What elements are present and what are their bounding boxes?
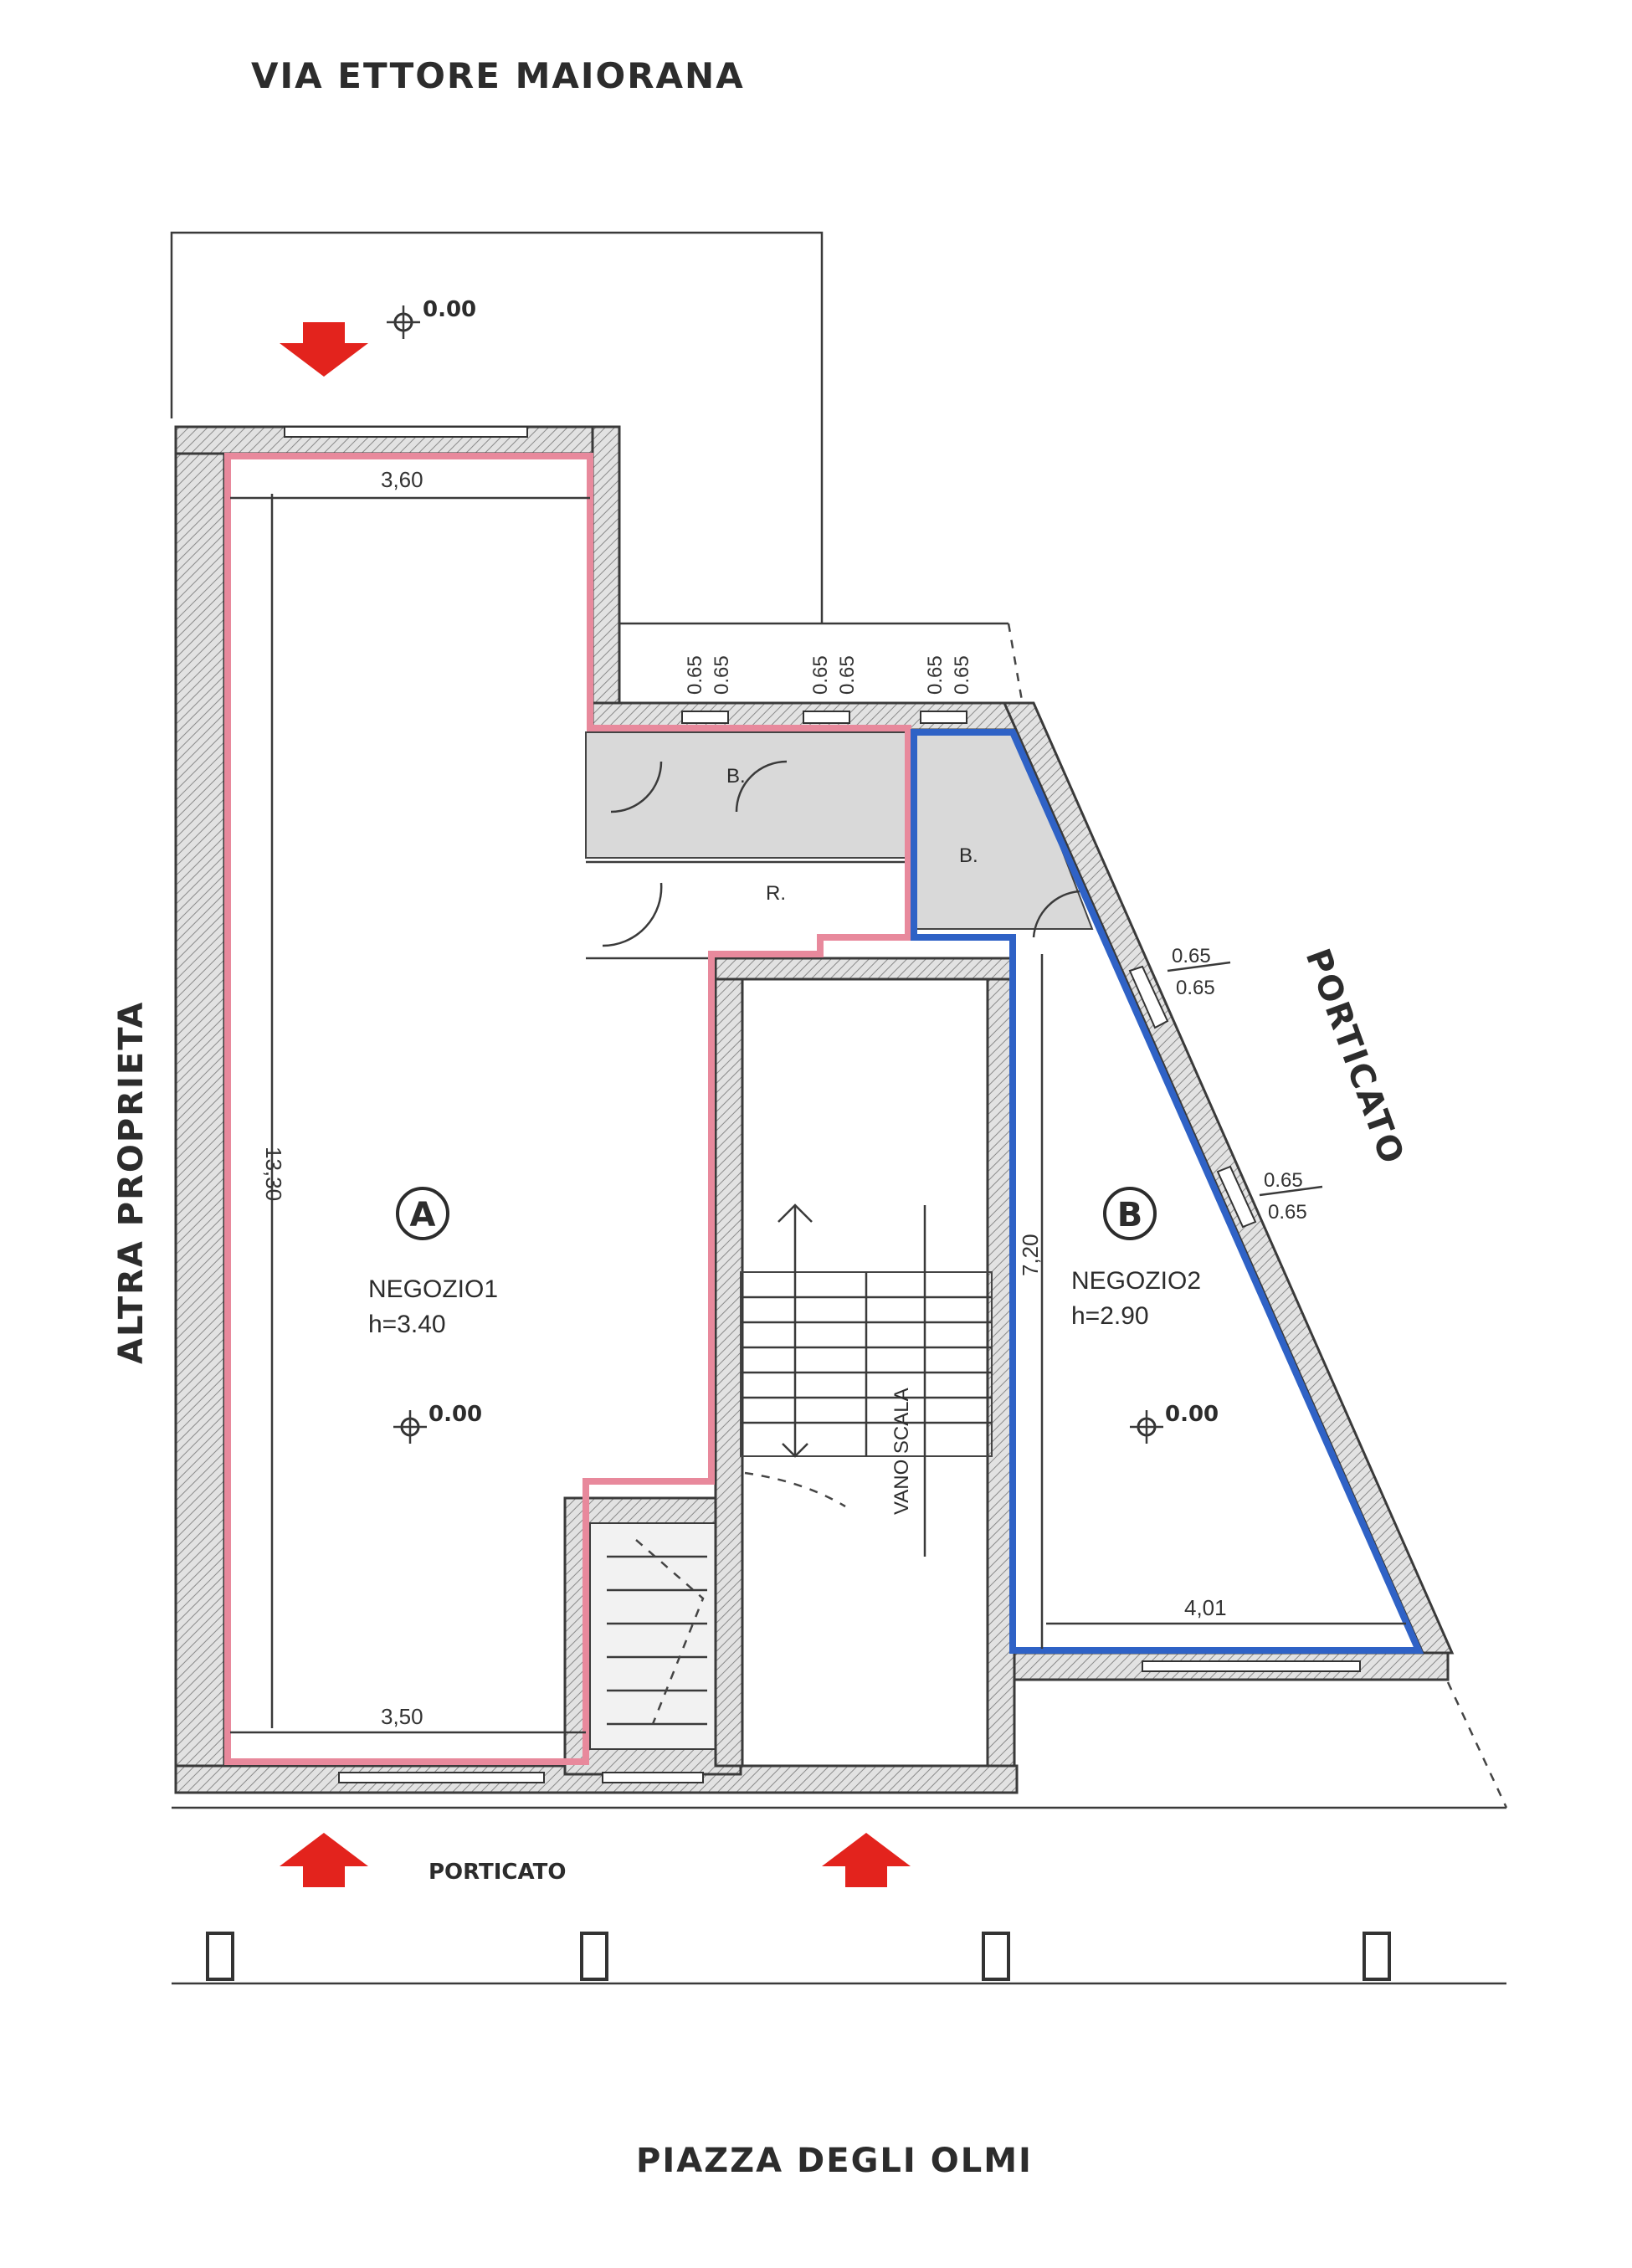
window-dim-label: 0.65 bbox=[1176, 977, 1215, 999]
portico-columns bbox=[172, 1681, 1508, 1985]
courtyard-outline bbox=[170, 231, 1027, 721]
entrance-arrow-icon bbox=[280, 1833, 368, 1887]
unit-a-dim-top: 3,60 bbox=[381, 467, 423, 492]
window-dim-label: 0.65 bbox=[1264, 1169, 1303, 1192]
east-portico-label: PORTICATO bbox=[1298, 944, 1412, 1170]
south-portico-label: PORTICATO bbox=[429, 1860, 566, 1885]
level-marker-icon bbox=[1130, 1410, 1163, 1444]
room-bath-a-label: B. bbox=[726, 765, 746, 788]
unit-a-badge: A bbox=[410, 1196, 436, 1234]
window-dim-label: 0.65 bbox=[684, 655, 706, 695]
level-label: 0.00 bbox=[429, 1402, 482, 1427]
unit-b-height: h=2.90 bbox=[1071, 1302, 1149, 1330]
building-walls bbox=[174, 425, 1455, 1794]
window-dim-label: 0.65 bbox=[836, 655, 859, 695]
stairs bbox=[607, 1203, 993, 1726]
unit-b-badge: B bbox=[1117, 1196, 1143, 1234]
level-marker-icon bbox=[387, 305, 420, 339]
unit-a-outline bbox=[224, 453, 911, 1765]
unit-a-height: h=3.40 bbox=[368, 1311, 446, 1338]
window-dim-divider bbox=[1259, 1185, 1323, 1197]
level-label: 0.00 bbox=[423, 297, 476, 322]
entrance-arrows bbox=[280, 322, 911, 1887]
window-dim-label: 0.65 bbox=[711, 655, 733, 695]
room-storage-label: R. bbox=[766, 882, 786, 905]
windows bbox=[284, 426, 1361, 1783]
unit-a-dim-bottom: 3,50 bbox=[381, 1704, 423, 1729]
unit-b-badge-circle bbox=[1103, 1187, 1157, 1240]
service-rooms bbox=[585, 731, 1094, 960]
entrance-arrow-icon bbox=[822, 1833, 911, 1887]
unit-b-name: NEGOZIO2 bbox=[1071, 1267, 1201, 1295]
entrance-arrow-icon bbox=[280, 322, 368, 377]
unit-b-dim-bottom: 4,01 bbox=[1184, 1595, 1227, 1620]
street-north-label: VIA ETTORE MAIORANA bbox=[251, 55, 745, 96]
street-south-label: PIAZZA DEGLI OLMI bbox=[636, 2142, 1033, 2180]
room-bath-b-label: B. bbox=[959, 844, 978, 867]
stairwell-label: VANO SCALA bbox=[890, 1388, 913, 1515]
unit-b-dim-side: 7,20 bbox=[1018, 1234, 1043, 1276]
window-dim-label: 0.65 bbox=[1268, 1201, 1307, 1224]
window-dim-label: 0.65 bbox=[1172, 945, 1211, 967]
unit-a-badge-circle bbox=[396, 1187, 449, 1240]
window-dim-label: 0.65 bbox=[924, 655, 947, 695]
west-property-label: ALTRA PROPRIETA bbox=[112, 1001, 151, 1364]
dimension-lines bbox=[230, 494, 1406, 1734]
window-dim-divider bbox=[1167, 961, 1231, 972]
level-markers bbox=[387, 305, 1163, 1444]
window-dim-label: 0.65 bbox=[809, 655, 832, 695]
unit-a-name: NEGOZIO1 bbox=[368, 1275, 498, 1303]
level-marker-icon bbox=[393, 1410, 427, 1444]
level-label: 0.00 bbox=[1165, 1402, 1219, 1427]
unit-b-outline bbox=[911, 729, 1424, 1654]
window-dim-label: 0.65 bbox=[951, 655, 973, 695]
unit-a-dim-side: 13,30 bbox=[261, 1147, 286, 1201]
